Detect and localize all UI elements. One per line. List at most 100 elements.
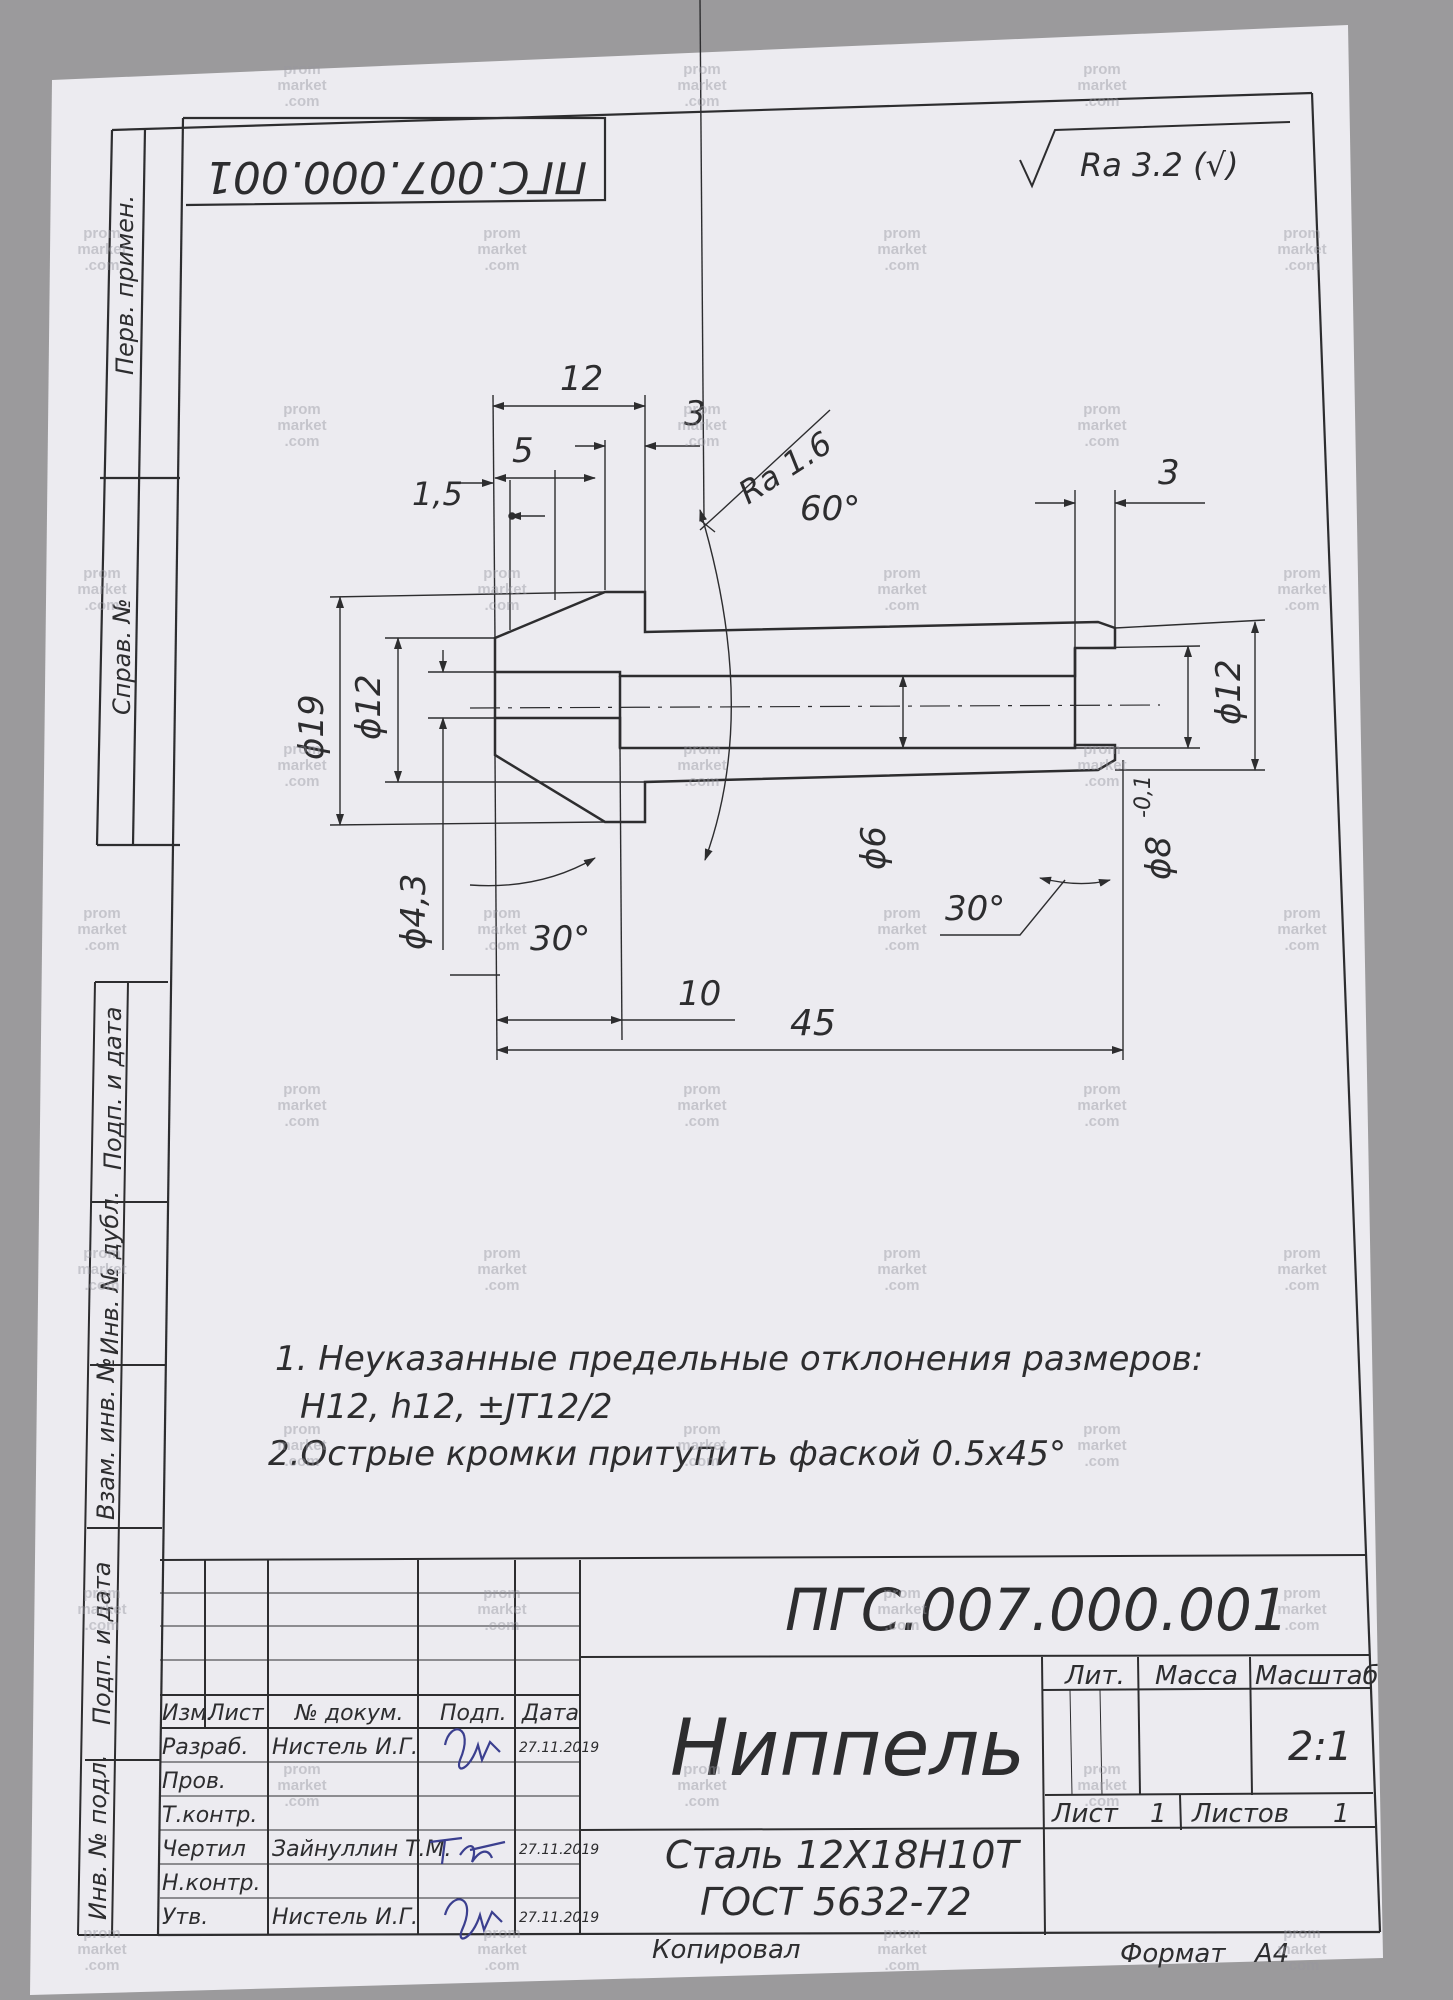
dim-dia-8: ϕ8 xyxy=(1139,836,1179,880)
dim-5: 5 xyxy=(512,431,534,471)
sheet-value: 1 xyxy=(1150,1799,1167,1829)
format-value: А4 xyxy=(1253,1939,1289,1969)
dim-dia-19: ϕ19 xyxy=(292,694,332,760)
dim-3-right: 3 xyxy=(1158,453,1180,493)
dim-dia-4-3: ϕ4,3 xyxy=(394,874,434,951)
title-block-texts: ПГС.007.000.001 Ниппель Сталь 12Х18Н10Т … xyxy=(162,1576,1379,1969)
hdr-list: Лист xyxy=(207,1701,265,1726)
label-podp-data-1: Подп. и дата xyxy=(99,1007,127,1171)
label-inv-podl: Инв. № подл. xyxy=(84,1754,112,1920)
designation-rotated: ПГС.007.000.001 xyxy=(205,151,587,202)
role-prov: Пров. xyxy=(162,1769,226,1794)
masshtab-label: Масштаб xyxy=(1255,1661,1379,1691)
paper xyxy=(30,25,1383,1995)
dimension-texts: 12 3 5 1,5 Ra 1.6 60° 3 ϕ19 ϕ12 ϕ4,3 30°… xyxy=(292,359,1249,1044)
dim-45: 45 xyxy=(790,1003,836,1044)
roughness-general: Ra 3.2 (√) xyxy=(1019,121,1291,189)
dim-60-deg: 60° xyxy=(800,489,860,529)
role-utv: Утв. xyxy=(162,1905,208,1930)
title-designation: ПГС.007.000.001 xyxy=(785,1576,1289,1644)
label-vzam-inv: Взам. инв. № xyxy=(92,1357,120,1520)
signature-utv xyxy=(443,1898,503,1940)
dimension-lines xyxy=(329,0,1266,1061)
title-block xyxy=(159,1554,1376,1936)
lit-label: Лит. xyxy=(1064,1661,1125,1691)
name-chertil: Зайнуллин Т.М. xyxy=(272,1837,452,1862)
dim-30-deg-right: 30° xyxy=(945,889,1005,929)
note-line-2: H12, h12, ±JT12/2 xyxy=(300,1387,613,1427)
massa-label: Масса xyxy=(1155,1661,1238,1691)
name-razrab: Нистель И.Г. xyxy=(272,1735,418,1760)
sheets-value: 1 xyxy=(1333,1799,1350,1829)
format-label: Формат xyxy=(1120,1939,1226,1969)
dim-tol-8: -0,1 xyxy=(1131,775,1156,818)
date-chertil: 27.11.2019 xyxy=(519,1842,599,1858)
copied-label: Копировал xyxy=(652,1935,801,1965)
label-podp-data-2: Подп. и дата xyxy=(88,1562,116,1726)
side-columns xyxy=(77,981,168,1936)
role-chertil: Чертил xyxy=(162,1837,246,1862)
name-utv: Нистель И.Г. xyxy=(272,1905,418,1930)
material-line-1: Сталь 12Х18Н10Т xyxy=(665,1833,1021,1877)
signature-chertil xyxy=(429,1836,506,1865)
role-tkontr: Т.контр. xyxy=(162,1803,257,1828)
signatures xyxy=(429,1728,506,1940)
hdr-doc-no: № докум. xyxy=(294,1701,403,1726)
side-labels: Перв. примен. Справ. № Подп. и дата Инв.… xyxy=(84,195,139,1920)
technical-notes: 1. Неуказанные предельные отклонения раз… xyxy=(268,1339,1203,1474)
note-line-1: 1. Неуказанные предельные отклонения раз… xyxy=(275,1339,1203,1379)
dim-dia-12-right: ϕ12 xyxy=(1209,659,1249,725)
date-utv: 27.11.2019 xyxy=(519,1910,599,1926)
centerline xyxy=(469,704,1161,709)
date-razrab: 27.11.2019 xyxy=(519,1740,599,1756)
frame xyxy=(95,91,1382,1937)
hdr-izm: Изм. xyxy=(162,1701,214,1726)
signature-razrab xyxy=(443,1728,501,1770)
hdr-date: Дата xyxy=(521,1701,579,1726)
scale-value: 2:1 xyxy=(1288,1724,1352,1770)
dim-1-5: 1,5 xyxy=(412,475,463,513)
hdr-podp: Подп. xyxy=(440,1701,507,1726)
roughness-general-text: Ra 3.2 (√) xyxy=(1080,146,1238,184)
dim-3-top: 3 xyxy=(684,394,706,434)
